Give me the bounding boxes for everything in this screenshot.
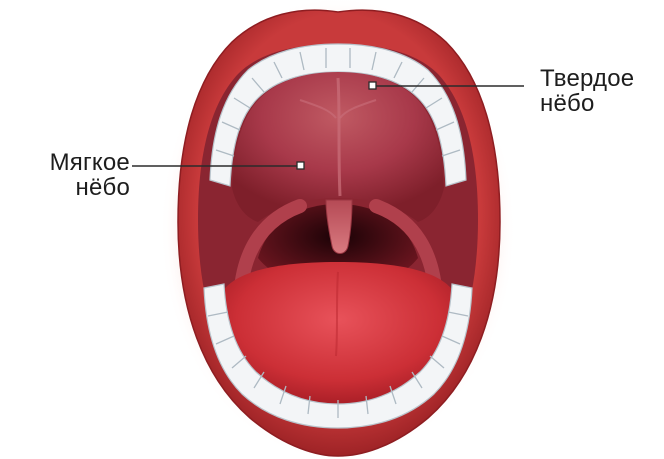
hard-palate-label: Твердое нёбо [540,66,634,116]
soft-palate-label-line1: Мягкое [20,150,130,175]
soft-palate-label: Мягкое нёбо [20,150,130,200]
soft-palate-label-line2: нёбо [20,175,130,200]
hard-palate-label-line2: нёбо [540,91,634,116]
hard-palate-label-line1: Твердое [540,66,634,91]
palatal-raphe [338,78,340,196]
